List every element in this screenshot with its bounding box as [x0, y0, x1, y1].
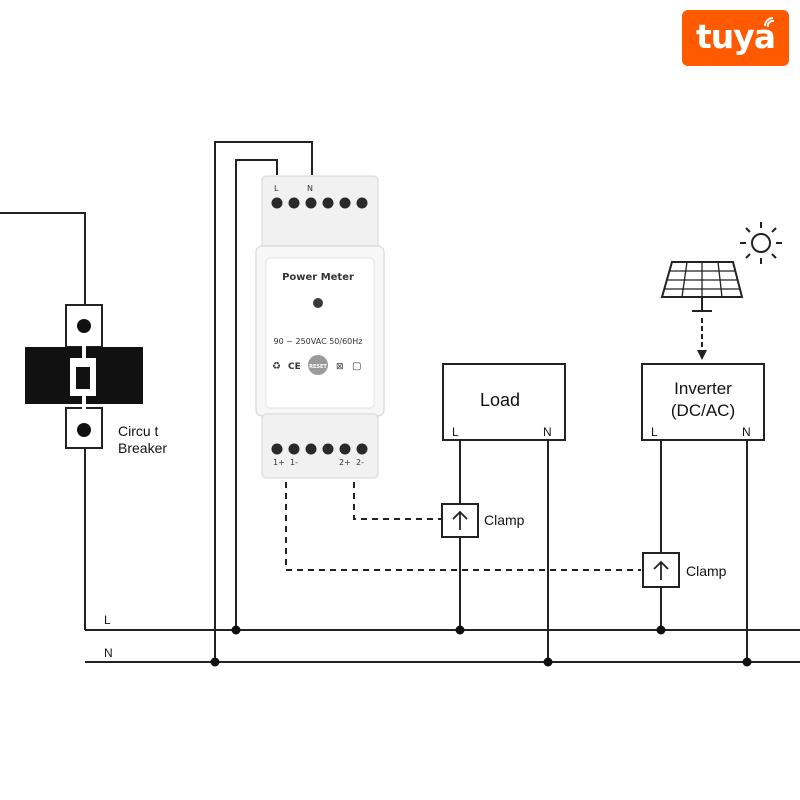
- inverter-terminal-n: N: [742, 425, 751, 439]
- clamp-2: [642, 552, 680, 588]
- load-title: Load: [480, 390, 520, 410]
- ct-wire-1: [353, 482, 442, 520]
- sun-icon: [740, 222, 782, 264]
- junction-inverter-l: [656, 625, 666, 635]
- junction-meter-n: [210, 657, 220, 667]
- meter-spec: 90 ~ 250VAC 50/60Hz: [274, 337, 363, 346]
- power-meter: [255, 175, 385, 479]
- meter-title: Power Meter: [282, 272, 354, 283]
- junction-inverter-n: [742, 657, 752, 667]
- circuit-breaker: [25, 304, 143, 449]
- tuya-logo: tuya: [682, 10, 789, 66]
- breaker-label-line2: Breaker: [118, 440, 167, 456]
- inverter-box: [641, 363, 765, 441]
- ct-wire-2: [285, 482, 641, 571]
- load-terminal-n: N: [543, 425, 552, 439]
- meter-n-wire: [214, 141, 313, 662]
- status-led: [313, 298, 323, 308]
- supply-wire: [0, 212, 86, 305]
- weee-bin-icon: ⊠: [336, 362, 344, 372]
- load-box: [442, 363, 566, 441]
- wifi-signal-icon: [764, 17, 775, 28]
- solar-panel-icon: [660, 261, 744, 312]
- meter-terminal-2m: 2-: [356, 458, 364, 467]
- meter-terminal-1p: 1+: [273, 458, 285, 467]
- clamp-1: [441, 503, 479, 538]
- bus-label-l: L: [104, 613, 111, 627]
- reset-label: RESET: [309, 364, 327, 370]
- recycle-icon: ♻: [272, 361, 281, 372]
- junction-load-n: [543, 657, 553, 667]
- tuya-logo-text: tuya: [695, 17, 776, 56]
- meter-terminal-2p: 2+: [339, 458, 351, 467]
- clamp-2-label: Clamp: [686, 563, 727, 579]
- meter-terminal-n: N: [307, 184, 313, 193]
- breaker-label-line1: Circu t: [118, 423, 159, 439]
- ce-mark-icon: CE: [288, 362, 301, 372]
- load-terminal-l: L: [452, 425, 459, 439]
- inverter-title-line2: (DC/AC): [671, 401, 735, 420]
- junction-load-l: [455, 625, 465, 635]
- meter-terminal-1m: 1-: [290, 458, 298, 467]
- double-insulation-icon: ▢: [352, 361, 361, 372]
- inverter-title-line1: Inverter: [674, 379, 732, 398]
- bus-label-n: N: [104, 646, 113, 660]
- solar-to-inverter-arrow: [697, 318, 707, 360]
- meter-terminal-l: L: [274, 184, 279, 193]
- meter-l-wire: [235, 159, 278, 630]
- reset-button: [308, 355, 328, 375]
- junction-meter-l: [231, 625, 241, 635]
- clamp-1-label: Clamp: [484, 512, 525, 528]
- inverter-terminal-l: L: [651, 425, 658, 439]
